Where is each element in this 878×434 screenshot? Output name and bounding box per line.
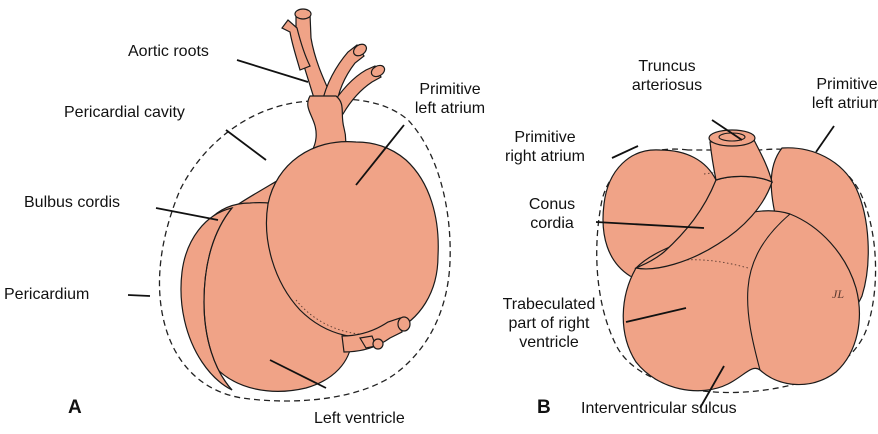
label-pericardial-cavity: Pericardial cavity [64,103,185,122]
label-primitive-right-atrium: Primitive right atrium [505,128,585,166]
label-line: arteriosus [632,76,702,95]
label-pericardium: Pericardium [4,285,89,304]
panel-letter-a: A [68,398,82,417]
label-line: Primitive [415,80,485,99]
panel-a-drawing [159,9,450,401]
panel-b-drawing: JL [597,130,876,392]
label-line: Conus [529,195,575,214]
label-line: ventricle [503,333,596,352]
label-line: part of right [503,314,596,333]
label-primitive-left-atrium-b: Primitive left atrium [812,75,878,113]
label-line: cordia [529,214,575,233]
label-line: Primitive [812,75,878,94]
label-conus-cordia: Conus cordia [529,195,575,233]
label-line: left atrium [812,94,878,113]
label-interventricular-sulcus: Interventricular sulcus [581,399,737,418]
label-line: Trabeculated [503,295,596,314]
label-primitive-left-atrium-a: Primitive left atrium [415,80,485,118]
artist-mark: JL [832,287,844,301]
label-line: Primitive [505,128,585,147]
truncus-arteriosus-shape-b [710,140,772,182]
label-line: right atrium [505,147,585,166]
label-bulbus-cordis: Bulbus cordis [24,193,120,212]
label-line: left atrium [415,99,485,118]
panel-letter-b: B [537,398,551,417]
label-aortic-roots: Aortic roots [128,42,209,61]
label-line: Truncus [632,57,702,76]
label-trabeculated-part: Trabeculated part of right ventricle [503,295,596,352]
label-left-ventricle: Left ventricle [314,409,405,428]
label-truncus-arteriosus: Truncus arteriosus [632,57,702,95]
